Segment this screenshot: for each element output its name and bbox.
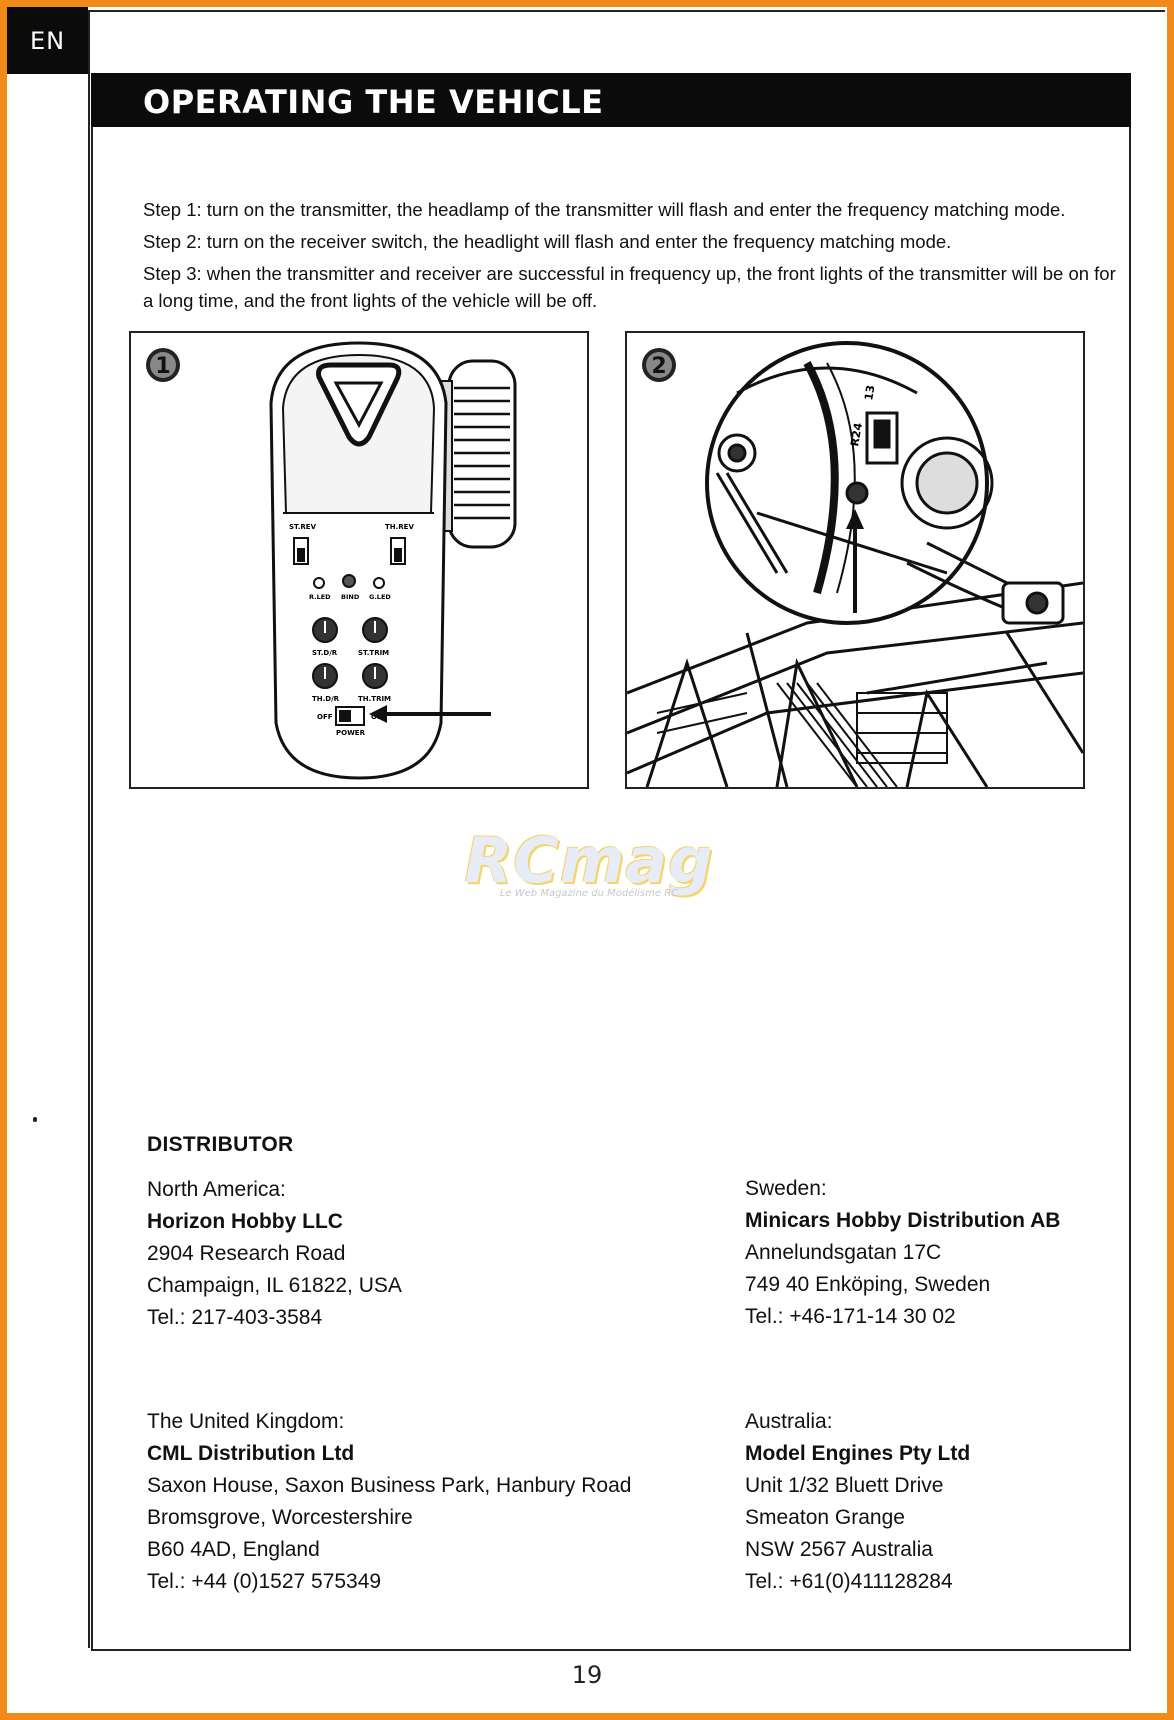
telephone: Tel.: +44 (0)1527 575349	[147, 1570, 382, 1593]
off-label: OFF	[317, 713, 333, 721]
r-led-icon	[313, 577, 325, 589]
address-line: NSW 2567 Australia	[745, 1538, 933, 1561]
region-label: The United Kingdom:	[147, 1410, 345, 1433]
company-name: Model Engines Pty Ltd	[745, 1442, 971, 1465]
address-uk: The United Kingdom: CML Distribution Ltd…	[147, 1406, 631, 1598]
section-title-bar: OPERATING THE VEHICLE	[91, 73, 1131, 127]
company-name: CML Distribution Ltd	[147, 1442, 355, 1465]
figure-vehicle-receiver: 2 13 R24	[625, 331, 1085, 789]
address-line: Smeaton Grange	[745, 1506, 905, 1529]
region-label: North America:	[147, 1178, 286, 1201]
company-name: Horizon Hobby LLC	[147, 1210, 343, 1233]
st-dr-label: ST.D/R	[312, 649, 338, 657]
watermark-logo: RCmag Le Web Magazine du Modélisme RC	[444, 830, 734, 910]
bind-button-icon	[342, 574, 356, 588]
speck	[33, 1117, 37, 1122]
g-led-icon	[373, 577, 385, 589]
th-rev-label: TH.REV	[385, 523, 414, 531]
address-line: 2904 Research Road	[147, 1242, 346, 1265]
language-tab: EN	[7, 7, 88, 74]
st-rev-label: ST.REV	[289, 523, 317, 531]
section-title: OPERATING THE VEHICLE	[143, 83, 604, 121]
address-line: Champaign, IL 61822, USA	[147, 1274, 402, 1297]
region-label: Australia:	[745, 1410, 833, 1433]
page-number: 19	[571, 1661, 603, 1689]
st-trim-knob-icon	[362, 617, 388, 643]
power-label: POWER	[336, 729, 366, 737]
g-led-label: G.LED	[369, 593, 391, 601]
telephone: Tel.: +46-171-14 30 02	[745, 1305, 956, 1328]
telephone: Tel.: +61(0)411128284	[745, 1570, 953, 1593]
region-label: Sweden:	[745, 1177, 827, 1200]
zoom-detail-circle	[705, 341, 989, 625]
st-dr-knob-icon	[312, 617, 338, 643]
distributor-heading: DISTRIBUTOR	[147, 1133, 294, 1156]
vehicle-illustration: 2 13 R24	[627, 341, 1083, 787]
address-north-america: North America: Horizon Hobby LLC 2904 Re…	[147, 1174, 402, 1334]
address-line: 749 40 Enköping, Sweden	[745, 1273, 991, 1296]
address-line: B60 4AD, England	[147, 1538, 320, 1561]
th-trim-knob-icon	[362, 663, 388, 689]
transmitter-illustration: 1 ST.REV TH.REV R.LED BIND G.LED	[146, 341, 517, 780]
st-trim-label: ST.TRIM	[358, 649, 389, 657]
step-2: Step 2: turn on the receiver switch, the…	[143, 231, 952, 252]
address-line: Saxon House, Saxon Business Park, Hanbur…	[147, 1474, 632, 1497]
step-1: Step 1: turn on the transmitter, the hea…	[143, 199, 1066, 220]
badge-number: 1	[155, 354, 170, 379]
th-dr-label: TH.D/R	[312, 695, 340, 703]
th-trim-label: TH.TRIM	[358, 695, 391, 703]
address-sweden: Sweden: Minicars Hobby Distribution AB A…	[745, 1173, 1060, 1333]
watermark-subtitle: Le Web Magazine du Modélisme RC	[499, 888, 679, 899]
steps-list: Step 1: turn on the transmitter, the hea…	[143, 196, 1123, 319]
label-r24: R24	[848, 421, 865, 447]
th-dr-knob-icon	[312, 663, 338, 689]
label-13: 13	[862, 384, 877, 401]
bind-label: BIND	[341, 593, 360, 601]
telephone: Tel.: 217-403-3584	[147, 1306, 323, 1329]
r-led-label: R.LED	[309, 593, 331, 601]
address-line: Bromsgrove, Worcestershire	[147, 1506, 413, 1529]
watermark-logo-text: RCmag	[464, 824, 714, 897]
company-name: Minicars Hobby Distribution AB	[745, 1209, 1061, 1232]
step-3: Step 3: when the transmitter and receive…	[143, 263, 1116, 311]
address-line: Annelundsgatan 17C	[745, 1241, 942, 1264]
figure-transmitter: 1 ST.REV TH.REV R.LED BIND G.LED	[129, 331, 589, 789]
badge-number: 2	[651, 354, 666, 379]
page-inner-border	[88, 10, 1165, 1648]
address-line: Unit 1/32 Bluett Drive	[745, 1474, 944, 1497]
address-australia: Australia: Model Engines Pty Ltd Unit 1/…	[745, 1406, 970, 1598]
